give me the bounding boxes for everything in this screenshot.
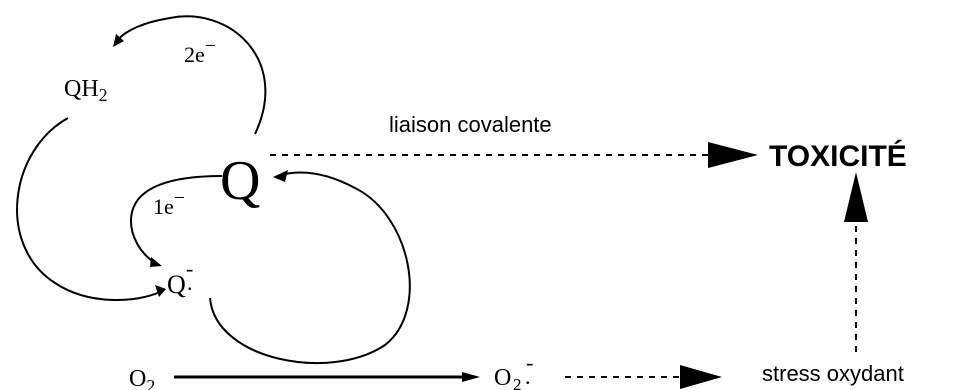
svg-text:Q: Q <box>167 270 186 299</box>
oxygen-node: O2 <box>129 366 155 390</box>
quinone-node: Q <box>220 150 260 212</box>
semiquinone-radical-node: Q - . <box>167 256 193 299</box>
superoxide-radical-node: O 2 - . <box>494 350 533 390</box>
svg-text:-: - <box>186 256 193 281</box>
arrow-stress-to-toxicite <box>844 172 868 352</box>
svg-text:.: . <box>187 270 193 295</box>
arrow-q-to-toxicite <box>270 142 758 168</box>
svg-text:.: . <box>525 364 531 389</box>
covalent-bond-label: liaison covalente <box>389 112 552 137</box>
qh2-node: QH2 <box>64 76 108 105</box>
arrow-qh2-to-qradical <box>16 117 166 302</box>
two-electron-label: 2e− <box>184 35 216 67</box>
arrow-redox-loop <box>209 170 411 364</box>
oxidative-stress-node: stress oxydant <box>762 361 904 386</box>
svg-text:O: O <box>494 365 511 390</box>
arrow-o2-to-o2radical <box>174 372 480 382</box>
arrow-q-to-qh2 <box>113 15 267 135</box>
toxicity-node: TOXICITÉ <box>769 139 907 173</box>
one-electron-label: 1e− <box>153 187 185 219</box>
svg-text:-: - <box>526 350 533 375</box>
arrow-q-to-qradical <box>130 175 223 267</box>
arrow-o2radical-to-stress <box>565 365 722 389</box>
svg-text:2: 2 <box>513 375 522 390</box>
